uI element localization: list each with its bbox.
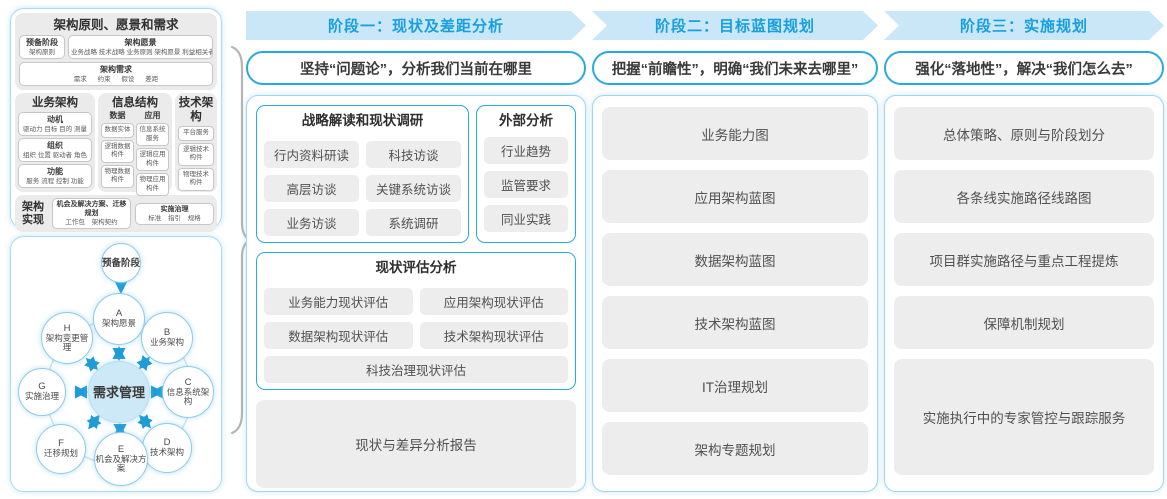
prep-phase-title: 预备阶段	[26, 38, 58, 47]
adm-node-a: A 架构愿景	[93, 293, 145, 345]
adm-node-e: E 机会及解决方案	[94, 432, 148, 486]
phase3-panel: 总体策略、原则与阶段划分 各条线实施路径线路图 项目群实施路径与重点工程提炼 保…	[884, 95, 1164, 492]
adm-cycle-panel: 预备阶段 需求管理 A 架构愿景 B 业务架构 C 信息系统架构 D 技术架构 …	[10, 236, 222, 492]
strategy-research-box: 战略解读和现状调研 行内资料研读 科技访谈 高层访谈 关键系统访谈 业务访谈 系…	[256, 105, 469, 243]
architecture-content-panel: 架构原则、愿景和需求 预备阶段 架构原则 架构愿景 业务战略 技术战略 业务原则…	[10, 8, 222, 232]
list-item: 科技访谈	[366, 141, 461, 168]
information-structure-section: 信息结构 数据 数据实体 逻辑数据构件 物理数据构件 应用 信息系统服务 逻辑应…	[98, 93, 172, 196]
physical-data-box: 物理数据构件	[101, 164, 134, 188]
vision-title: 架构愿景	[124, 38, 157, 47]
logical-data-box: 逻辑数据构件	[101, 139, 134, 163]
phase-subtitle-row: 坚持“问题论”，分析我们当前在哪里 把握“前瞻性”，明确“我们未来去哪里” 强化…	[246, 51, 1164, 85]
phase1-subtitle: 坚持“问题论”，分析我们当前在哪里	[246, 51, 586, 85]
phase3-subtitle: 强化“落地性”，解决“我们怎么去”	[884, 51, 1164, 85]
adm-node-d: D 技术架构	[142, 423, 192, 473]
information-structure-title: 信息结构	[112, 97, 158, 109]
requirements-title: 架构需求	[100, 65, 132, 74]
principles-vision-block: 架构原则、愿景和需求 预备阶段 架构原则 架构愿景 业务战略 技术战略 业务原则…	[15, 13, 217, 90]
architecture-realization-section: 架构实现 机会及解决方案、迁移规划 工作包 架构契约 实施治理 标准 指引 规格	[15, 195, 217, 232]
list-item: 同业实践	[484, 205, 568, 232]
list-item: 架构专题规划	[602, 422, 868, 475]
phase1-panel: 战略解读和现状调研 行内资料研读 科技访谈 高层访谈 关键系统访谈 业务访谈 系…	[246, 95, 586, 492]
list-item: 应用架构蓝图	[602, 170, 868, 223]
adm-node-g: G 实施治理	[18, 368, 66, 416]
adm-node-b: B 业务架构	[141, 312, 193, 364]
external-analysis-title: 外部分析	[499, 113, 553, 128]
opportunities-migration-box: 机会及解决方案、迁移规划 工作包 架构契约	[52, 198, 131, 229]
data-entity-box: 数据实体	[101, 123, 134, 138]
technology-architecture-section: 技术架构 平台服务 逻辑技术构件 物理技术构件	[175, 93, 217, 192]
list-item: 技术架构蓝图	[602, 296, 868, 349]
panel-title: 架构原则、愿景和需求	[53, 18, 179, 32]
gap-analysis-report-box: 现状与差异分析报告	[256, 400, 576, 488]
list-item: 业务访谈	[264, 209, 359, 236]
list-item: 高层访谈	[264, 175, 359, 202]
platform-service-box: 平台服务	[178, 126, 214, 141]
current-assessment-title: 现状评估分析	[375, 260, 457, 275]
phase1-header: 阶段一：现状及差距分析	[246, 11, 586, 40]
requirements-detail: 需求 约束 假设 差距	[73, 76, 159, 83]
list-item: 保障机制规划	[894, 296, 1154, 349]
list-item: 项目群实施路径与重点工程提炼	[894, 233, 1154, 286]
logical-app-box: 逻辑应用构件	[136, 148, 169, 171]
architecture-vision-box: 架构愿景 业务战略 技术战略 业务原则 架构愿景 利益相关者	[68, 35, 213, 59]
adm-center-circle: 需求管理	[88, 361, 150, 423]
phase2-subtitle: 把握“前瞻性”，明确“我们未来去哪里”	[592, 51, 878, 85]
adm-node-h: H 架构变更管理	[41, 312, 93, 364]
adm-prep-circle: 预备阶段	[101, 243, 141, 283]
application-column: 应用 信息系统服务 逻辑应用构件 物理应用构件	[136, 110, 169, 196]
phase-header-band: 阶段一：现状及差距分析 阶段二：目标蓝图规划 阶段三：实施规划	[246, 11, 1164, 40]
adm-node-f: F 迁移规划	[36, 424, 86, 474]
phase2-header: 阶段二：目标蓝图规划	[592, 11, 878, 40]
technology-architecture-title: 技术架构	[178, 97, 214, 123]
list-item: 系统调研	[366, 209, 461, 236]
list-item: 实施执行中的专家管控与跟踪服务	[894, 359, 1154, 475]
external-analysis-box: 外部分析 行业趋势 监管要求 同业实践	[476, 105, 576, 243]
list-item: 业务能力图	[602, 107, 868, 160]
physical-tech-box: 物理技术构件	[178, 167, 214, 191]
list-item: 关键系统访谈	[366, 175, 461, 202]
phases-area: 阶段一：现状及差距分析 阶段二：目标蓝图规划 阶段三：实施规划 坚持“问题论”，…	[246, 11, 1164, 492]
list-item: 数据架构蓝图	[602, 233, 868, 286]
architecture-requirements-box: 架构需求 需求 约束 假设 差距	[19, 62, 213, 86]
phase2-panel: 业务能力图 应用架构蓝图 数据架构蓝图 技术架构蓝图 IT治理规划 架构专题规划	[592, 95, 878, 492]
organization-box: 组织 组织 位置 驱动者 角色	[18, 138, 92, 162]
info-system-service-box: 信息系统服务	[136, 123, 169, 146]
prep-phase-sub: 架构原则	[29, 49, 55, 56]
logical-tech-box: 逻辑技术构件	[178, 142, 214, 166]
list-item: IT治理规划	[602, 359, 868, 412]
function-box: 功能 服务 流程 控制 功能	[18, 164, 92, 188]
business-architecture-section: 业务架构 动机 驱动力 目标 目的 测量 组织 组织 位置 驱动者 角色 功能 …	[15, 93, 95, 192]
list-item: 监管要求	[484, 171, 568, 198]
phase3-header: 阶段三：实施规划	[884, 11, 1164, 40]
list-item: 应用架构现状评估	[419, 288, 568, 315]
adm-node-c: C 信息系统架构	[162, 366, 214, 418]
data-column: 数据 数据实体 逻辑数据构件 物理数据构件	[101, 110, 134, 196]
physical-app-box: 物理应用构件	[136, 173, 169, 196]
list-item: 各条线实施路径线路图	[894, 170, 1154, 223]
list-item: 行内资料研读	[264, 141, 359, 168]
business-architecture-title: 业务架构	[32, 97, 78, 109]
list-item: 行业趋势	[484, 137, 568, 164]
motivation-box: 动机 驱动力 目标 目的 测量	[18, 112, 92, 136]
vision-detail: 业务战略 技术战略 业务原则 架构愿景 利益相关者	[71, 49, 213, 56]
list-item: 数据架构现状评估	[264, 322, 413, 349]
strategy-research-title: 战略解读和现状调研	[301, 113, 424, 128]
list-item: 总体策略、原则与阶段划分	[894, 107, 1154, 160]
prep-phase-box: 预备阶段 架构原则	[19, 35, 65, 59]
list-item: 技术架构现状评估	[419, 322, 568, 349]
list-item: 科技治理现状评估	[264, 356, 568, 383]
list-item: 业务能力现状评估	[264, 288, 413, 315]
current-assessment-box: 现状评估分析 业务能力现状评估 应用架构现状评估 数据架构现状评估 技术架构现状…	[256, 252, 576, 390]
realization-label: 架构实现	[22, 200, 44, 226]
implementation-governance-box: 实施治理 标准 指引 规格	[135, 202, 214, 225]
